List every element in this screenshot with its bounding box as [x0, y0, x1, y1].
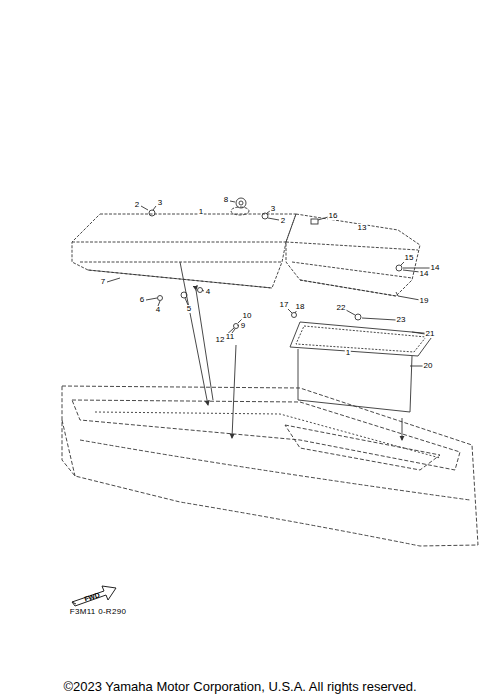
callout-number: 14 [430, 264, 441, 272]
callout-number: 3 [157, 199, 163, 207]
callout-number: 18 [295, 303, 306, 311]
callout-number: 1 [345, 349, 351, 357]
callout-number: 17 [279, 301, 290, 309]
small-parts [107, 198, 430, 366]
assembly-arrows [180, 262, 402, 440]
callout-number: 11 [225, 333, 235, 341]
callout-number: 8 [223, 196, 229, 204]
callout-number: 4 [205, 288, 211, 296]
callout-number: 23 [396, 316, 407, 324]
callout-number: 21 [425, 330, 436, 338]
callout-number: 22 [336, 304, 347, 312]
hull [62, 386, 478, 546]
callout-number: 16 [328, 212, 339, 220]
callout-number: 1 [198, 208, 204, 216]
callout-number: 5 [186, 305, 192, 313]
callout-number: 14 [419, 270, 430, 278]
callout-number: 12 [215, 336, 226, 344]
callout-number: 9 [240, 322, 246, 330]
storage-box [290, 322, 434, 412]
callout-number: 10 [242, 312, 253, 320]
fwd-mark: FWD [82, 591, 101, 603]
callout-number: 13 [357, 224, 368, 232]
callout-number: 15 [404, 254, 415, 262]
front-lid [72, 207, 296, 288]
callout-number: 19 [419, 297, 430, 305]
copyright-note: ©2023 Yamaha Motor Corporation, U.S.A. A… [62, 680, 417, 693]
drawing-code: F3M11 0-R290 [69, 608, 127, 616]
rear-lid [286, 214, 420, 296]
callout-number: 6 [139, 296, 145, 304]
callout-number: 2 [134, 201, 140, 209]
callout-number: 20 [423, 362, 434, 370]
callout-number: 2 [280, 217, 286, 225]
callout-number: 7 [100, 278, 106, 286]
fwd-arrow-icon [72, 586, 116, 606]
callout-number: 3 [270, 205, 276, 213]
callout-number: 4 [155, 306, 161, 314]
